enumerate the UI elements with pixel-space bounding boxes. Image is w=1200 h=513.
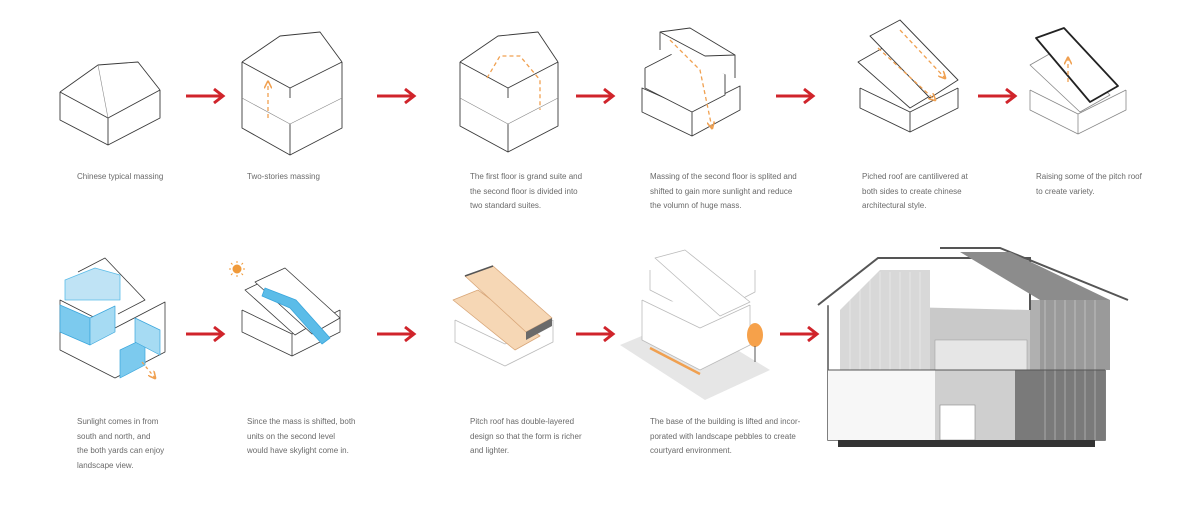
red-arrow-icon — [377, 327, 414, 341]
red-arrow-icon — [186, 89, 223, 103]
massing-double-roof — [453, 266, 553, 366]
massing-step-1 — [60, 62, 160, 145]
red-arrow-icon — [780, 327, 817, 341]
red-arrow-icon — [186, 327, 223, 341]
house-section — [818, 248, 1128, 447]
caption-step-3: The first floor is grand suite and the s… — [470, 170, 640, 214]
massing-lifted-base — [620, 250, 770, 400]
caption-step-1: Chinese typical massing — [77, 170, 237, 185]
caption-double-roof: Pitch roof has double-layered design so … — [470, 415, 640, 459]
massing-step-2 — [242, 32, 342, 155]
caption-step-2: Two-stories massing — [247, 170, 407, 185]
red-arrow-icon — [377, 89, 414, 103]
caption-lifted-base: The base of the building is lifted and i… — [650, 415, 840, 459]
red-arrow-icon — [776, 89, 813, 103]
massing-step-3 — [460, 32, 558, 152]
red-arrow-icon — [576, 89, 613, 103]
red-arrow-icon — [576, 327, 613, 341]
massing-skylight — [242, 268, 340, 356]
red-arrow-icon — [978, 89, 1015, 103]
caption-step-4: Massing of the second floor is splited a… — [650, 170, 840, 214]
caption-sunlight: Sunlight comes in from south and north, … — [77, 415, 237, 473]
caption-step-6: Raising some of the pitch roof to create… — [1036, 170, 1196, 199]
caption-step-5: Piched roof are cantilivered at both sid… — [862, 170, 1022, 214]
massing-step-4 — [642, 28, 740, 136]
sun-icon — [229, 261, 245, 277]
caption-skylight: Since the mass is shifted, both units on… — [247, 415, 417, 459]
massing-sunlight — [60, 258, 165, 378]
massing-step-6 — [1030, 28, 1126, 134]
orange-tree-icon — [747, 323, 763, 347]
massing-step-5 — [858, 20, 958, 132]
